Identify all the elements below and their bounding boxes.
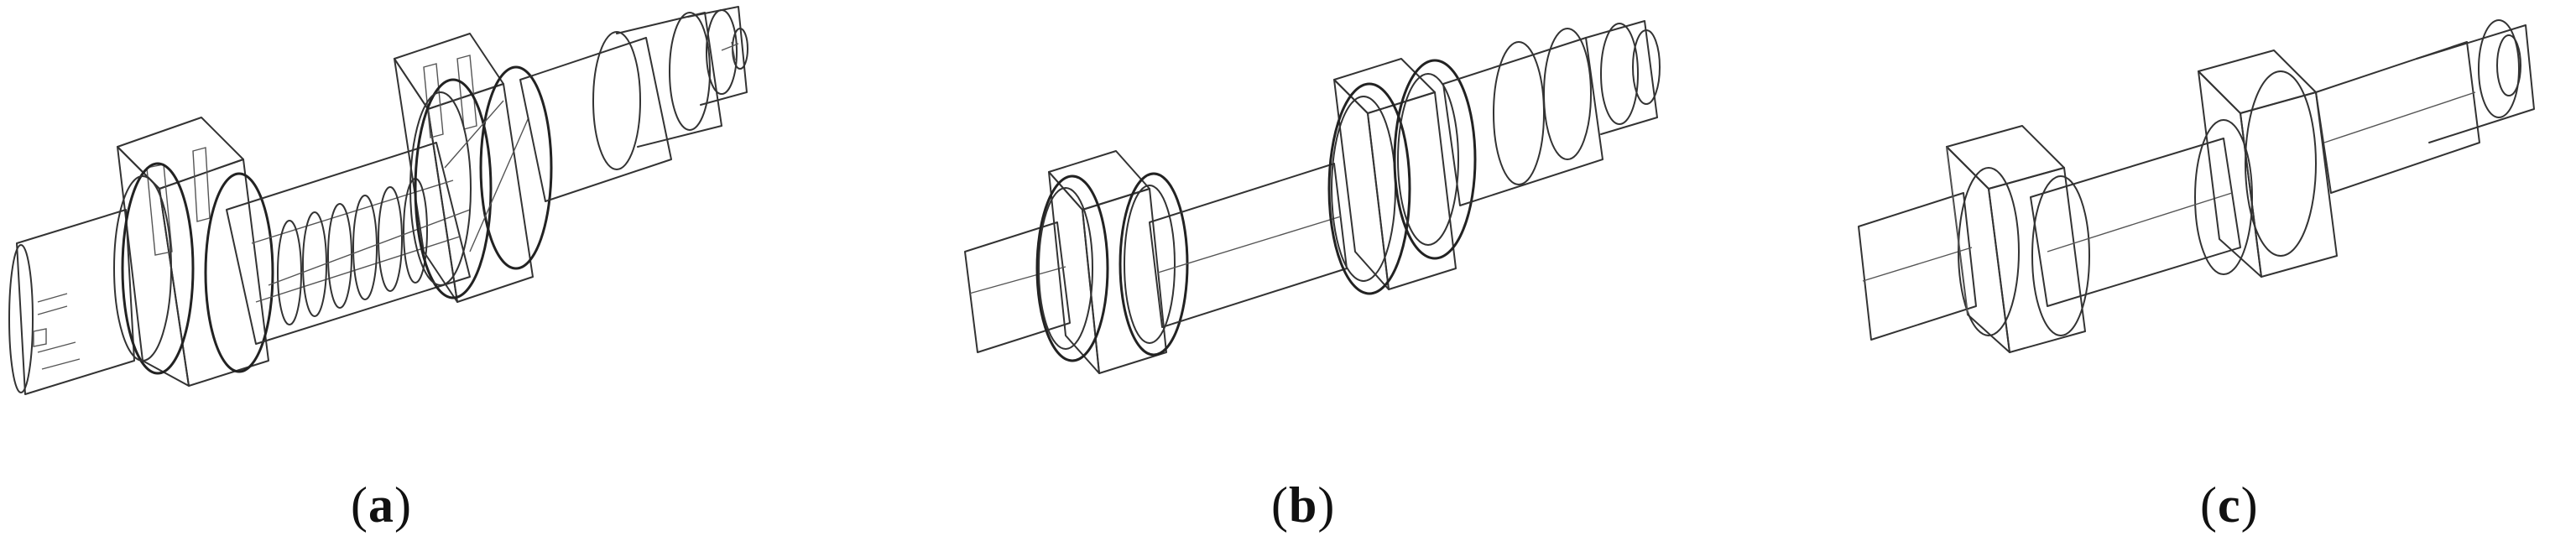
right-block — [1327, 58, 1477, 295]
panel-a-label: (a) — [351, 477, 412, 533]
panel-a-drawing — [8, 6, 748, 395]
right-block — [394, 33, 553, 303]
middle-shaft — [2030, 119, 2253, 336]
panel-b: (b) — [864, 0, 1712, 557]
panel-c: (c) — [1729, 0, 2576, 557]
middle-shaft — [226, 142, 471, 345]
panel-b-drawing — [964, 20, 1661, 374]
inlet-tube — [964, 221, 1071, 353]
panel-c-label: (c) — [2200, 477, 2259, 533]
outlet-tubes — [519, 6, 748, 202]
inlet-tube — [1858, 192, 1977, 341]
panel-b-letter: b — [1288, 477, 1318, 533]
panel-c-letter: c — [2217, 477, 2241, 533]
panel-c-drawing — [1858, 19, 2535, 353]
inlet-tube — [8, 209, 135, 395]
panel-a: (a) — [0, 0, 839, 557]
outlet-tubes — [2315, 19, 2535, 194]
left-block — [1946, 125, 2086, 353]
right-block — [2198, 49, 2338, 278]
outlet-tubes — [1442, 20, 1661, 206]
middle-shaft — [1149, 163, 1348, 328]
left-block — [113, 117, 274, 387]
left-block — [1035, 150, 1189, 374]
panel-b-label: (b) — [1271, 477, 1336, 533]
panel-a-letter: a — [368, 477, 394, 533]
